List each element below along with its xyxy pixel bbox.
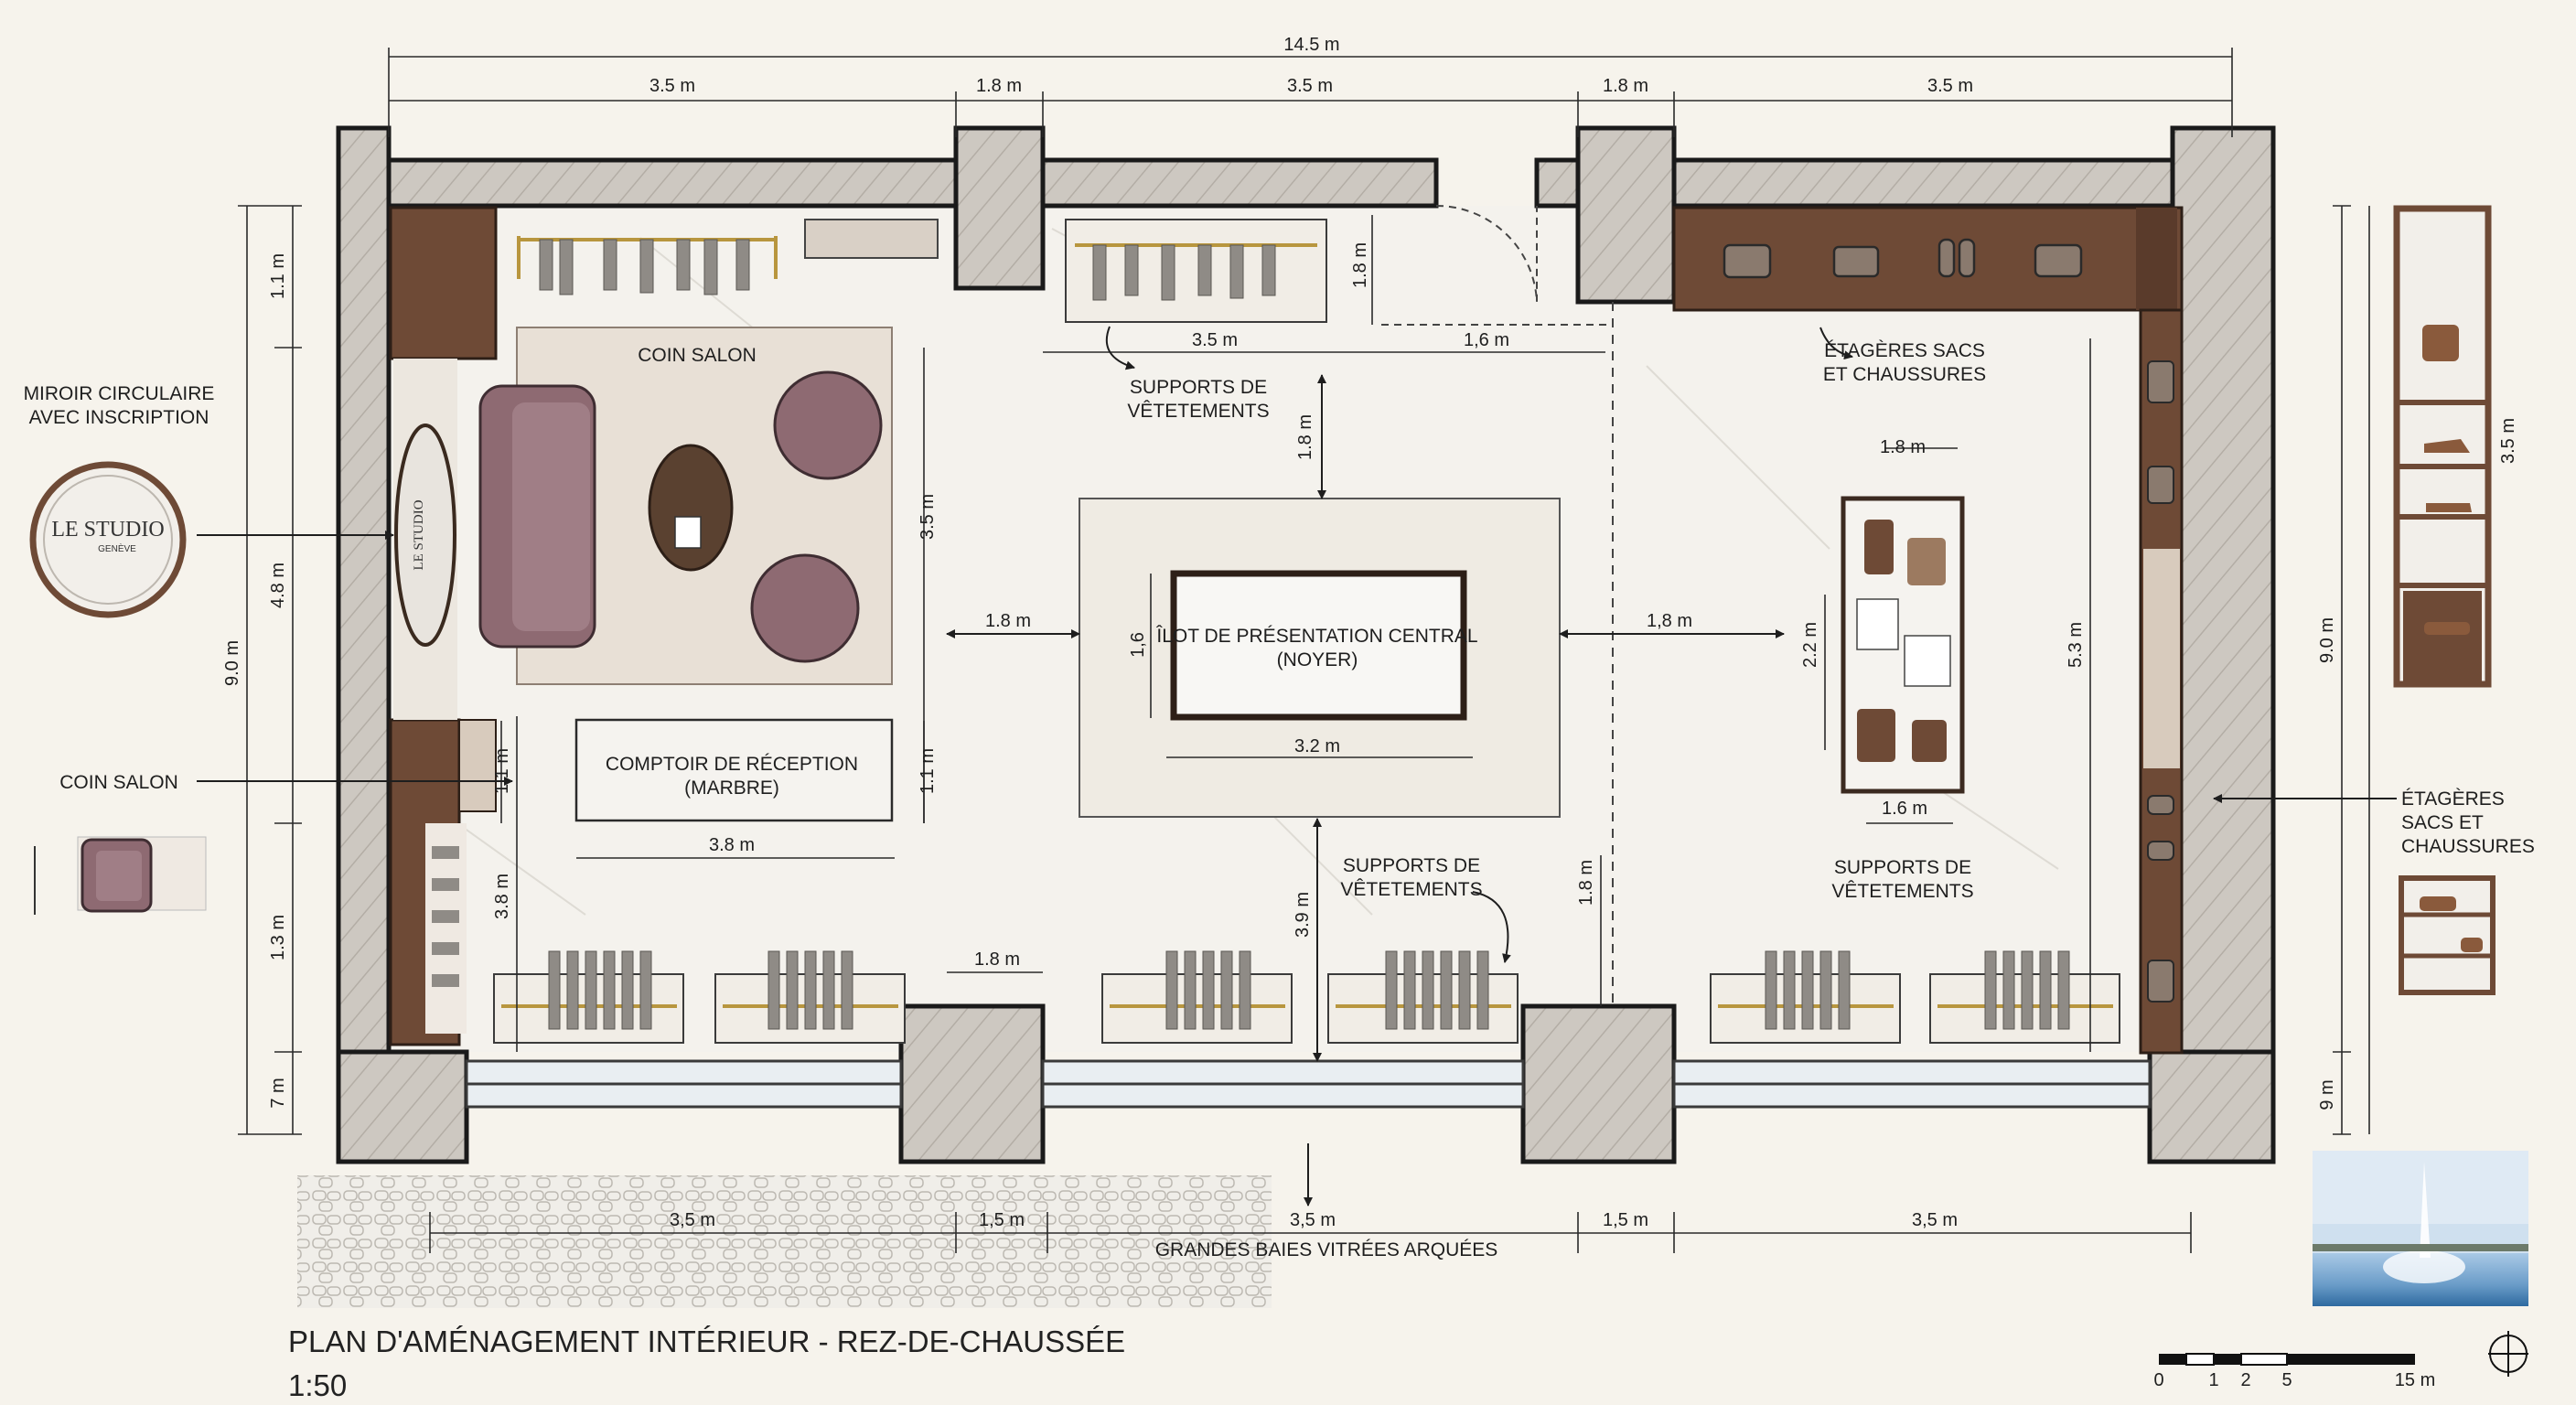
dim-in-18c: 1.8 m xyxy=(1576,860,1596,906)
dim-in-18v-door: 1.8 m xyxy=(1350,242,1370,288)
scale-tick-15: 15 m xyxy=(2395,1370,2435,1390)
plan-scale: 1:50 xyxy=(288,1368,347,1402)
dim-right-90: 9.0 m xyxy=(2317,617,2337,663)
scale-tick-5: 5 xyxy=(2281,1370,2292,1390)
arrows xyxy=(197,326,2397,1207)
dim-in-22v: 2.2 m xyxy=(1800,622,1820,668)
dim-top-4: 1.8 m xyxy=(1603,76,1648,96)
dim-left-13: 1.3 m xyxy=(268,915,288,960)
dim-in-16: 1,6 m xyxy=(1464,330,1509,350)
dim-in-16b: 1.6 m xyxy=(1882,799,1927,819)
dim-in-11b: 1.1 m xyxy=(492,748,512,794)
dim-bottom-5: 3,5 m xyxy=(1912,1210,1958,1230)
label-supports-right-1: SUPPORTS DE xyxy=(1834,857,1971,878)
armchair-detail xyxy=(34,836,207,915)
label-et-side-2: SACS ET xyxy=(2401,812,2484,833)
dim-left-11: 1.1 m xyxy=(268,253,288,299)
mirror-text-studio: LE STUDIO xyxy=(51,518,164,542)
geneva-photo xyxy=(2313,1151,2528,1306)
label-supports-mid-1: SUPPORTS DE xyxy=(1343,855,1480,876)
dim-top-5: 3.5 m xyxy=(1927,76,1973,96)
label-coin-salon-side: COIN SALON xyxy=(59,772,178,793)
dim-bottom-4: 1,5 m xyxy=(1603,1210,1648,1230)
plan-title: PLAN D'AMÉNAGEMENT INTÉRIEUR - REZ-DE-CH… xyxy=(288,1325,1125,1358)
label-et-side-3: CHAUSSURES xyxy=(2401,836,2535,857)
back-shelving xyxy=(1672,206,2184,312)
dimension-lines xyxy=(238,48,2370,1253)
dim-bottom-1: 3,5 m xyxy=(670,1210,715,1230)
dim-in-18t: 1.8 m xyxy=(1880,437,1926,457)
dim-in-18h: 1.8 m xyxy=(985,611,1031,631)
reception-counter xyxy=(574,718,894,822)
label-baies: GRANDES BAIES VITRÉES ARQUÉES xyxy=(1155,1239,1498,1260)
clothing-rack-top-1 xyxy=(517,236,778,295)
label-ilot-1: ÎLOT DE PRÉSENTATION CENTRAL xyxy=(1155,626,1477,647)
dim-top-2: 1.8 m xyxy=(976,76,1022,96)
scale-bar xyxy=(2159,1353,2415,1366)
dim-overall: 14.5 m xyxy=(1283,35,1339,55)
dim-in-18b: 1.8 m xyxy=(974,949,1020,970)
label-comptoir-1: COMPTOIR DE RÉCEPTION xyxy=(606,754,858,775)
label-supports-right-2: VÊTETEMENTS xyxy=(1831,881,1973,902)
dim-in-11: 1.1 m xyxy=(918,748,938,794)
label-coin-salon: COIN SALON xyxy=(638,345,757,366)
accessory-table xyxy=(1841,496,1965,794)
central-island xyxy=(1170,570,1467,721)
label-comptoir-2: (MARBRE) xyxy=(684,778,779,799)
mirror-text-geneve: GENÈVE xyxy=(98,542,136,554)
scale-tick-2: 2 xyxy=(2240,1370,2250,1390)
armchair-2 xyxy=(750,553,860,663)
dim-in-16v: 1,6 xyxy=(1128,632,1148,658)
dim-in-32: 3.2 m xyxy=(1294,736,1340,756)
right-shelving xyxy=(2139,308,2184,1055)
label-miroir-1: MIROIR CIRCULAIRE xyxy=(24,383,215,404)
coffee-table xyxy=(648,444,734,572)
shelf-detail xyxy=(2399,875,2496,995)
dim-bottom-2: 1,5 m xyxy=(979,1210,1025,1230)
clothing-rack-top-2 xyxy=(1065,219,1327,323)
dim-left-7: 7 m xyxy=(268,1078,288,1108)
north-arrow-icon xyxy=(2488,1331,2528,1377)
dim-in-35: 3.5 m xyxy=(1192,330,1238,350)
dim-in-39v: 3.9 m xyxy=(1293,892,1313,938)
label-miroir-2: AVEC INSCRIPTION xyxy=(29,407,209,428)
mirror xyxy=(393,359,457,720)
sofa xyxy=(478,384,596,649)
label-ilot-2: (NOYER) xyxy=(1277,649,1358,670)
dim-in-18-island-top: 1.8 m xyxy=(1295,414,1315,460)
scale-tick-1: 1 xyxy=(2208,1370,2218,1390)
window-frames xyxy=(465,1059,2152,1109)
label-etageres-1: ÉTAGÈRES SACS xyxy=(1824,340,1985,361)
dim-in-18r: 1,8 m xyxy=(1647,611,1692,631)
dim-in-53v: 5.3 m xyxy=(2066,622,2086,668)
clothing-racks-bottom xyxy=(493,950,2120,1044)
label-supports-top-2: VÊTETEMENTS xyxy=(1127,401,1269,422)
dim-in-38v: 3.8 m xyxy=(492,874,512,919)
dim-right-35: 3.5 m xyxy=(2498,418,2518,464)
mirror-wall-studio: LE STUDIO xyxy=(412,499,426,570)
dim-top-1: 3.5 m xyxy=(649,76,695,96)
dim-in-38: 3.8 m xyxy=(709,835,755,855)
armchair-1 xyxy=(773,370,883,480)
dim-left-90: 9.0 m xyxy=(222,640,242,686)
shelf-elevation xyxy=(2393,205,2492,688)
dim-right-9: 9 m xyxy=(2317,1079,2337,1110)
label-supports-top-1: SUPPORTS DE xyxy=(1130,377,1267,398)
label-etageres-2: ET CHAUSSURES xyxy=(1823,364,1986,385)
dim-in-35v: 3.5 m xyxy=(918,494,938,540)
walls xyxy=(336,125,2276,1164)
mirror-detail xyxy=(29,461,187,618)
label-supports-mid-2: VÊTETEMENTS xyxy=(1340,879,1482,900)
entrance-door xyxy=(1435,204,1538,303)
cobblestone-street xyxy=(297,1175,1272,1308)
clothing-rack-left xyxy=(425,823,467,1034)
bench-top xyxy=(804,219,939,259)
dim-top-3: 3.5 m xyxy=(1287,76,1333,96)
dim-left-48: 4.8 m xyxy=(268,563,288,608)
dim-bottom-3: 3,5 m xyxy=(1290,1210,1336,1230)
scale-tick-0: 0 xyxy=(2153,1370,2163,1390)
label-et-side-1: ÉTAGÈRES xyxy=(2401,788,2505,810)
